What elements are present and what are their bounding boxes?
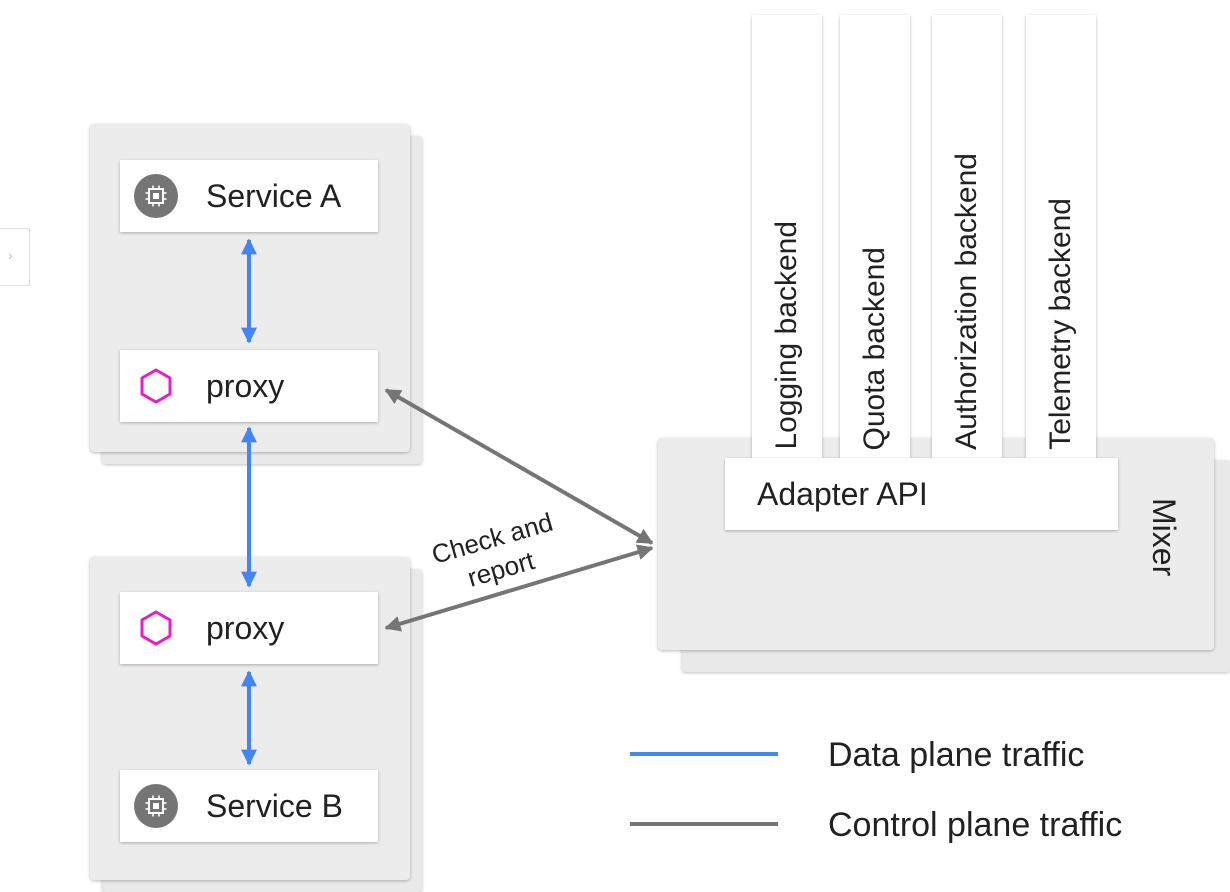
- adapter-api-label: Adapter API: [757, 475, 928, 512]
- proxy-bottom-card: proxy: [120, 592, 378, 664]
- legend-data-plane-label: Data plane traffic: [828, 736, 1085, 774]
- quota-backend: Quota backend: [840, 15, 910, 460]
- chip-icon: [134, 784, 178, 828]
- chip-icon: [134, 174, 178, 218]
- mixer-label: Mixer: [1146, 498, 1182, 577]
- legend-control-plane-swatch: [630, 822, 778, 826]
- side-tab-handle[interactable]: ›: [0, 228, 30, 286]
- service-b-card: Service B: [120, 770, 378, 842]
- authorization-backend: Authorization backend: [932, 15, 1002, 460]
- adapter-api-box: Adapter API: [725, 458, 1118, 530]
- chevron-right-icon: ›: [8, 247, 13, 263]
- hexagon-icon: [134, 606, 178, 650]
- proxy-bottom-label: proxy: [206, 609, 285, 646]
- legend-data-plane-swatch: [630, 752, 778, 756]
- logging-backend: Logging backend: [752, 15, 822, 460]
- control-plane-arrow-bottom: [384, 544, 654, 632]
- service-a-card: Service A: [120, 160, 378, 232]
- service-b-label: Service B: [206, 787, 343, 824]
- hexagon-icon: [134, 364, 178, 408]
- control-plane-arrow-top: [384, 388, 654, 545]
- service-a-label: Service A: [206, 177, 342, 214]
- proxy-top-card: proxy: [120, 350, 378, 422]
- legend-control-plane-label: Control plane traffic: [828, 806, 1123, 844]
- telemetry-backend: Telemetry backend: [1026, 15, 1096, 460]
- proxy-top-label: proxy: [206, 367, 285, 404]
